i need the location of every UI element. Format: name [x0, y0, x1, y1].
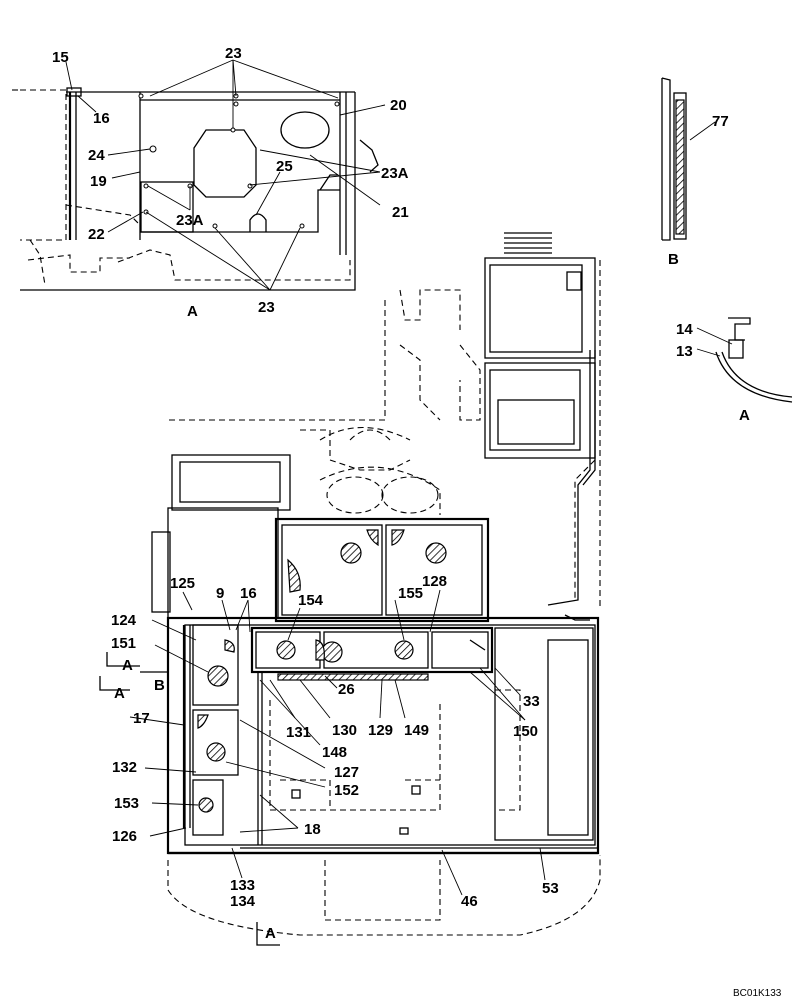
callout-23a: 23A — [381, 165, 409, 182]
callout-24: 24 — [88, 147, 105, 164]
callout-133: 133 — [230, 877, 255, 894]
callout-23: 23 — [225, 45, 242, 62]
leader-lines-a — [65, 59, 386, 291]
detail-view-b — [661, 77, 716, 241]
callout-labels: 15 16 23 20 24 19 25 23A 21 22 23A 23 A … — [52, 45, 782, 999]
view-label-a: A — [739, 407, 750, 424]
callout-125: 125 — [170, 575, 195, 592]
callout-21: 21 — [392, 204, 409, 221]
callout-46: 46 — [461, 893, 478, 910]
callout-151: 151 — [111, 635, 136, 652]
callout-22: 22 — [88, 226, 105, 243]
section-label-b: B — [154, 677, 165, 694]
callout-124: 124 — [111, 612, 137, 629]
leader-lines-main — [129, 589, 546, 896]
section-label-a: A — [122, 657, 133, 674]
callout-155: 155 — [398, 585, 423, 602]
callout-126: 126 — [112, 828, 137, 845]
callout-19: 19 — [90, 173, 107, 190]
callout-132: 132 — [112, 759, 137, 776]
callout-15: 15 — [52, 49, 69, 66]
radiator-fins — [504, 232, 552, 254]
callout-16: 16 — [93, 110, 110, 127]
view-label-a: A — [187, 303, 198, 320]
callout-127: 127 — [334, 764, 359, 781]
callout-148: 148 — [322, 744, 347, 761]
drawing-code: BC01K133 — [733, 988, 782, 999]
callout-129: 129 — [368, 722, 393, 739]
callout-25: 25 — [276, 158, 293, 175]
callout-17: 17 — [133, 710, 150, 727]
callout-149: 149 — [404, 722, 429, 739]
section-label-a: A — [114, 685, 125, 702]
callout-18: 18 — [304, 821, 321, 838]
section-label-a: A — [265, 925, 276, 942]
callout-150: 150 — [513, 723, 538, 740]
callout-153: 153 — [114, 795, 139, 812]
view-label-b: B — [668, 251, 679, 268]
detail-view-a-right — [696, 317, 793, 403]
callout-13: 13 — [676, 343, 693, 360]
section-markers — [99, 652, 280, 946]
callout-33: 33 — [523, 693, 540, 710]
callout-130: 130 — [332, 722, 357, 739]
callout-16: 16 — [240, 585, 257, 602]
callout-9: 9 — [216, 585, 224, 602]
callout-26: 26 — [338, 681, 355, 698]
callout-53: 53 — [542, 880, 559, 897]
callout-128: 128 — [422, 573, 447, 590]
callout-134: 134 — [230, 893, 256, 910]
callout-154: 154 — [298, 592, 324, 609]
callout-77: 77 — [712, 113, 729, 130]
detail-view-a-top — [12, 87, 379, 291]
callout-131: 131 — [286, 724, 311, 741]
callout-23: 23 — [258, 299, 275, 316]
callout-23a: 23A — [176, 212, 204, 229]
callout-152: 152 — [334, 782, 359, 799]
callout-20: 20 — [390, 97, 407, 114]
main-plan-view — [151, 232, 601, 936]
callout-14: 14 — [676, 321, 693, 338]
